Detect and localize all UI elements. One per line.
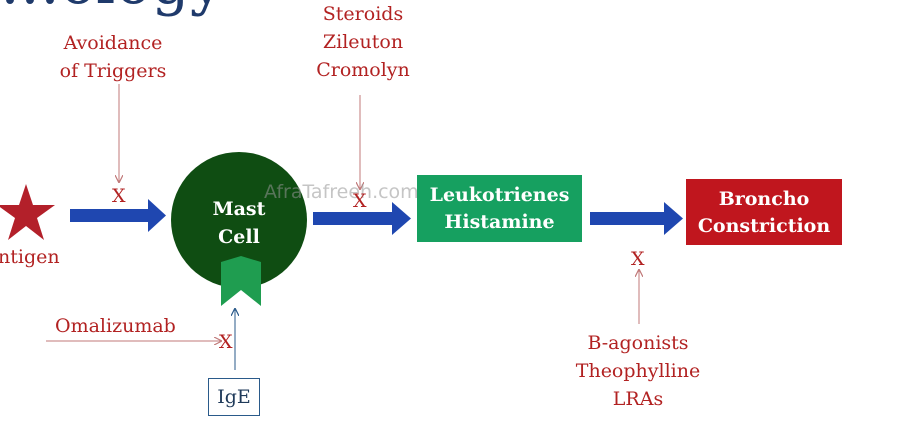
bronchodilators-label: B-agonists Theophylline LRAs bbox=[568, 329, 708, 413]
watermark-text: AfraTafreeh.com bbox=[264, 181, 419, 203]
mast-cell-circle bbox=[171, 152, 307, 288]
antigen-label: ntigen bbox=[0, 246, 60, 268]
bronchodilators-label-line3: LRAs bbox=[612, 388, 664, 410]
bronchodilators-label-line2: Theophylline bbox=[575, 360, 701, 382]
avoidance-label-line2: of Triggers bbox=[59, 60, 167, 82]
mediators-label-line2: Histamine bbox=[444, 211, 555, 233]
mediators-label: Leukotrienes Histamine bbox=[417, 182, 582, 236]
arrow-antigen-to-mast-cell bbox=[70, 199, 166, 232]
stabilizers-label-line2: Zileuton bbox=[322, 31, 404, 53]
bronchoconstriction-label: Broncho Constriction bbox=[686, 186, 842, 240]
ige-receptor-shape bbox=[221, 256, 261, 306]
stabilizers-label-line1: Steroids bbox=[322, 3, 404, 25]
bronchodilators-label-line1: B-agonists bbox=[587, 332, 689, 354]
mast-cell-label: Mast Cell bbox=[189, 195, 289, 251]
bronchoconstriction-label-line1: Broncho bbox=[718, 188, 810, 210]
page-title-fragment: …ology bbox=[0, 0, 224, 18]
bronchoconstriction-label-line2: Constriction bbox=[697, 215, 831, 237]
avoidance-label: Avoidance of Triggers bbox=[48, 29, 178, 85]
block-mark-bronchodilators: X bbox=[631, 248, 645, 270]
block-mark-omalizumab: X bbox=[219, 331, 233, 353]
ige-label: IgE bbox=[217, 386, 251, 408]
ige-box: IgE bbox=[208, 378, 260, 416]
stabilizers-label-line3: Cromolyn bbox=[316, 59, 410, 81]
avoidance-label-line1: Avoidance bbox=[63, 32, 163, 54]
mast-cell-label-line1: Mast bbox=[212, 198, 266, 220]
mast-cell-label-line2: Cell bbox=[218, 226, 260, 248]
mediators-label-line1: Leukotrienes bbox=[429, 184, 570, 206]
omalizumab-label: Omalizumab bbox=[55, 315, 176, 337]
block-mark-stabilizers: X bbox=[353, 190, 367, 212]
mediators-box bbox=[417, 175, 582, 242]
arrow-mediators-to-outcome bbox=[590, 202, 683, 235]
stabilizers-label: Steroids Zileuton Cromolyn bbox=[303, 0, 423, 84]
block-mark-avoidance: X bbox=[112, 185, 126, 207]
arrow-mast-cell-to-mediators bbox=[313, 202, 411, 235]
antigen-star-icon bbox=[0, 184, 55, 240]
bronchoconstriction-box bbox=[686, 179, 842, 245]
